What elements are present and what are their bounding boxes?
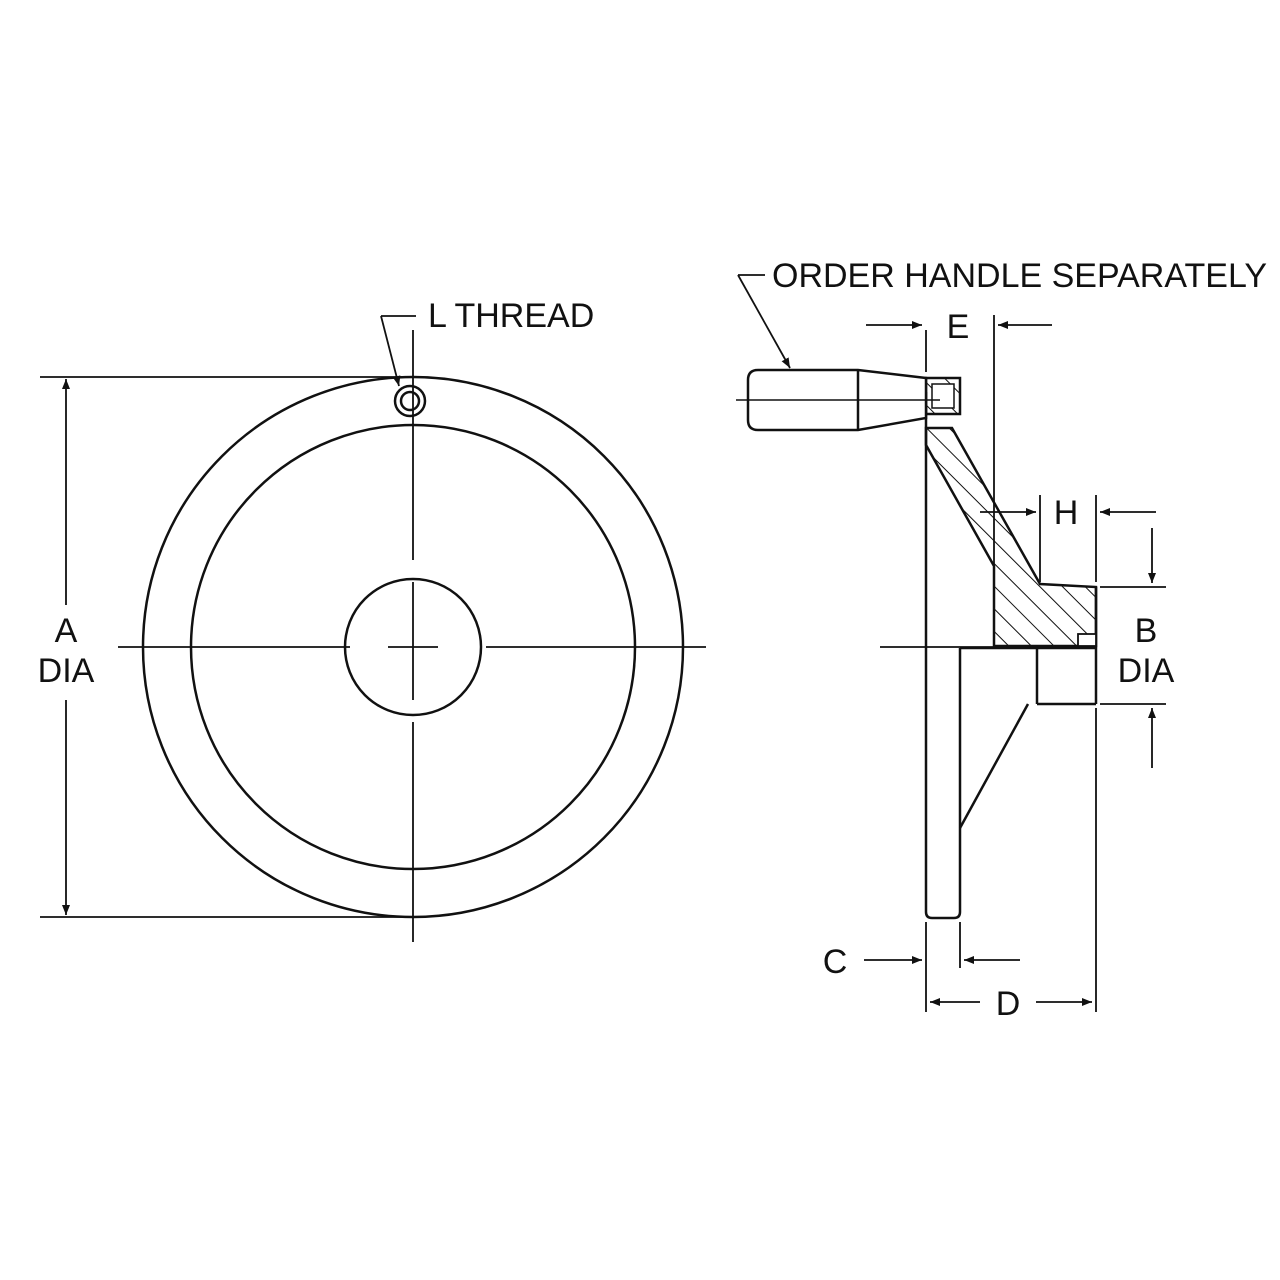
handle (736, 368, 940, 432)
dimension-a (40, 376, 410, 918)
label-e: E (946, 308, 970, 346)
dimension-c (864, 922, 1020, 1012)
label-a-dia: DIA (37, 652, 95, 690)
hub-step (1077, 633, 1097, 647)
label-h: H (1053, 494, 1079, 532)
label-d: D (995, 985, 1021, 1023)
side-view-body (880, 392, 1098, 920)
label-l-thread: L THREAD (428, 297, 595, 335)
dimension-e (866, 315, 1052, 566)
front-centerlines (118, 330, 706, 942)
spoke-section-hatch (924, 426, 1098, 648)
dimension-d (930, 708, 1097, 1012)
label-b-dia: DIA (1117, 652, 1175, 690)
label-order-handle: ORDER HANDLE SEPARATELY (772, 257, 1268, 295)
dimension-b (1100, 528, 1166, 768)
thread-hole-outer (393, 384, 427, 418)
label-c: C (822, 943, 848, 981)
threaded-boss-core (931, 383, 955, 409)
leader-order-handle (737, 274, 791, 369)
label-a: A (54, 612, 78, 650)
leader-l-thread (380, 315, 416, 387)
thread-hole-inner (399, 390, 421, 412)
label-b: B (1134, 612, 1158, 650)
dimension-h (980, 495, 1156, 582)
